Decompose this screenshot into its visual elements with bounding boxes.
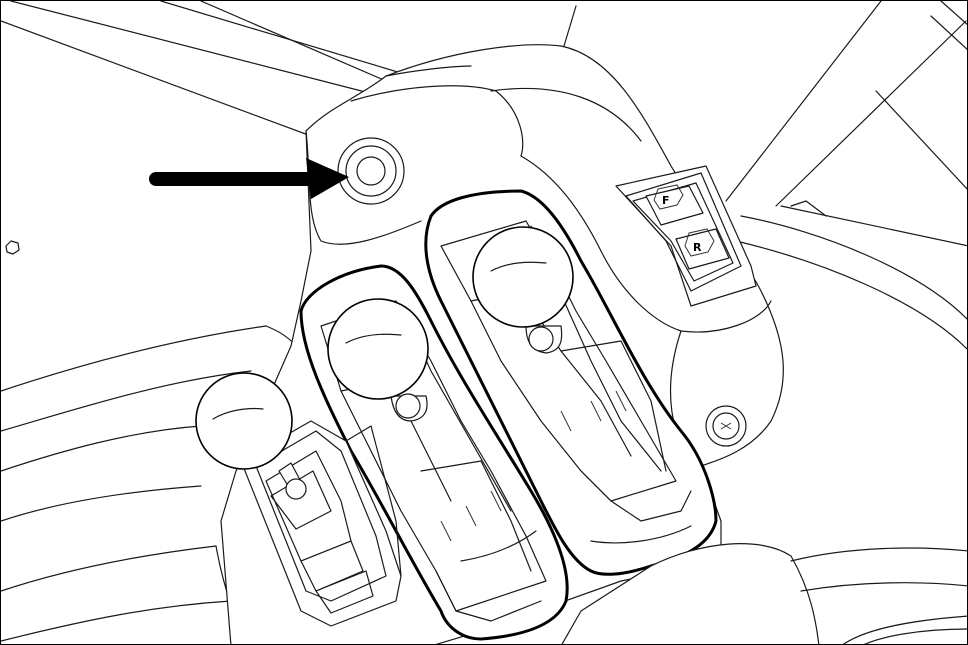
pointer-arrow-icon: [149, 158, 349, 199]
forward-switch-button[interactable]: F: [645, 184, 704, 226]
right-lever-knob[interactable]: [472, 226, 574, 354]
left-lever-knob[interactable]: [327, 298, 429, 422]
reverse-switch-button[interactable]: R: [675, 228, 730, 270]
round-button[interactable]: [337, 137, 405, 205]
reverse-switch-label: R: [693, 241, 702, 254]
joystick-knob[interactable]: [195, 372, 307, 500]
cab-frame-lines: [1, 1, 967, 350]
forward-switch-label: F: [662, 194, 670, 207]
hex-bolt-icon: [5, 240, 20, 255]
key-switch[interactable]: [705, 405, 747, 447]
lower-right-panel: [561, 543, 967, 644]
